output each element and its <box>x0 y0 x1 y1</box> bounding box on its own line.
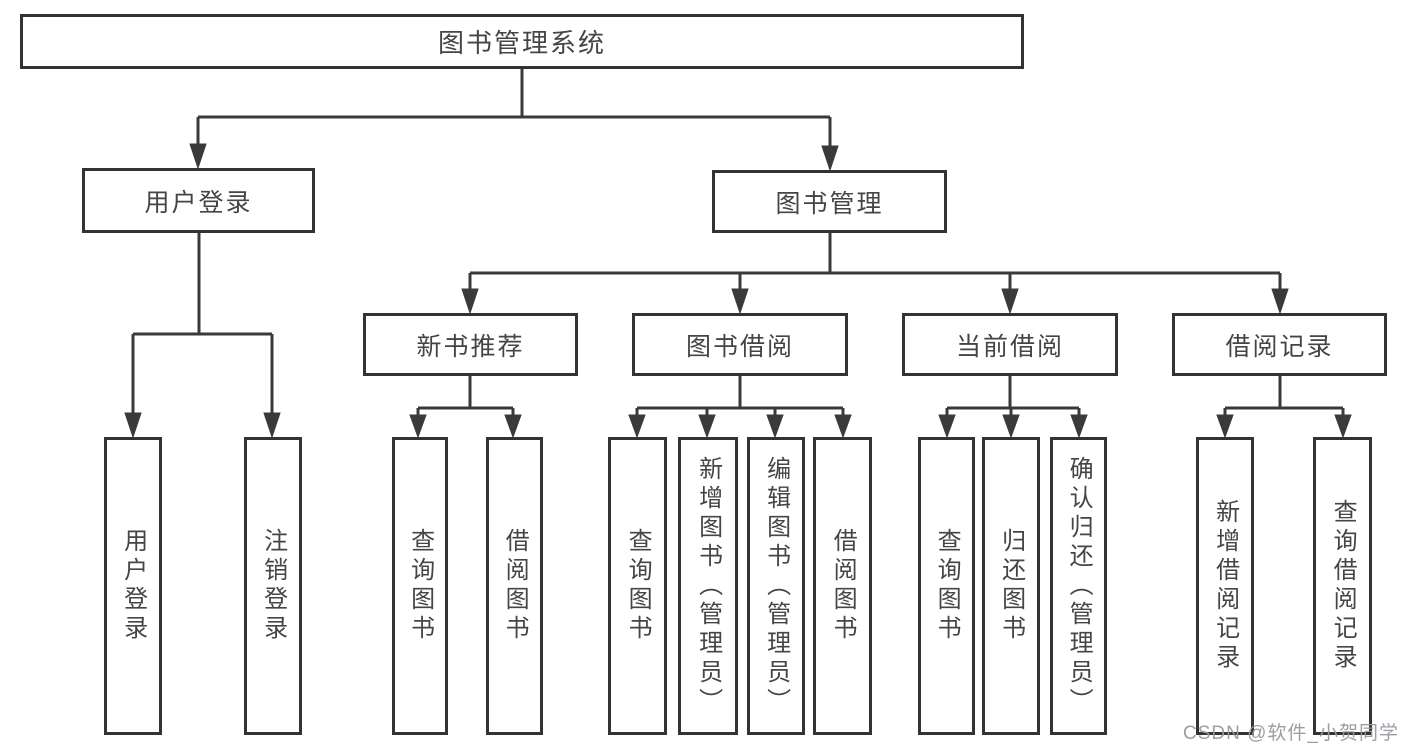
leaf-borrow-books-1: 借阅图书 <box>486 437 543 735</box>
leaf-label: 新增图书（管理员） <box>694 455 722 717</box>
leaf-label: 查询图书 <box>933 528 961 644</box>
leaf-query-borrow-record: 查询借阅记录 <box>1313 437 1372 735</box>
leaf-query-books-1: 查询图书 <box>392 437 448 735</box>
node-borrow-records: 借阅记录 <box>1172 313 1387 376</box>
leaf-label: 编辑图书（管理员） <box>762 455 790 717</box>
leaf-query-books-2: 查询图书 <box>608 437 667 735</box>
leaf-label: 注销登录 <box>259 528 287 644</box>
node-book-management: 图书管理 <box>712 170 947 233</box>
leaf-borrow-books-2: 借阅图书 <box>813 437 872 735</box>
leaf-label: 新增借阅记录 <box>1211 499 1239 673</box>
node-user-login: 用户登录 <box>82 168 315 233</box>
node-book-borrow: 图书借阅 <box>632 313 848 376</box>
leaf-label: 用户登录 <box>119 528 147 644</box>
leaf-add-borrow-record: 新增借阅记录 <box>1196 437 1254 735</box>
leaf-logout: 注销登录 <box>244 437 302 735</box>
leaf-label: 查询图书 <box>406 528 434 644</box>
leaf-edit-books-admin: 编辑图书（管理员） <box>747 437 805 735</box>
csdn-watermark: CSDN @软件_小贺同学 <box>1183 723 1399 744</box>
node-root-library-system: 图书管理系统 <box>20 14 1024 69</box>
leaf-label: 借阅图书 <box>829 528 857 644</box>
leaf-confirm-return-admin: 确认归还（管理员） <box>1050 437 1107 735</box>
node-new-book-recommend: 新书推荐 <box>363 313 578 376</box>
node-current-borrow: 当前借阅 <box>902 313 1118 376</box>
leaf-return-books: 归还图书 <box>982 437 1040 735</box>
leaf-label: 借阅图书 <box>501 528 529 644</box>
leaf-user-login: 用户登录 <box>104 437 162 735</box>
leaf-label: 查询借阅记录 <box>1329 499 1357 673</box>
leaf-label: 归还图书 <box>997 528 1025 644</box>
leaf-label: 确认归还（管理员） <box>1065 455 1093 717</box>
leaf-add-books-admin: 新增图书（管理员） <box>678 437 738 735</box>
leaf-label: 查询图书 <box>624 528 652 644</box>
leaf-query-books-3: 查询图书 <box>918 437 975 735</box>
